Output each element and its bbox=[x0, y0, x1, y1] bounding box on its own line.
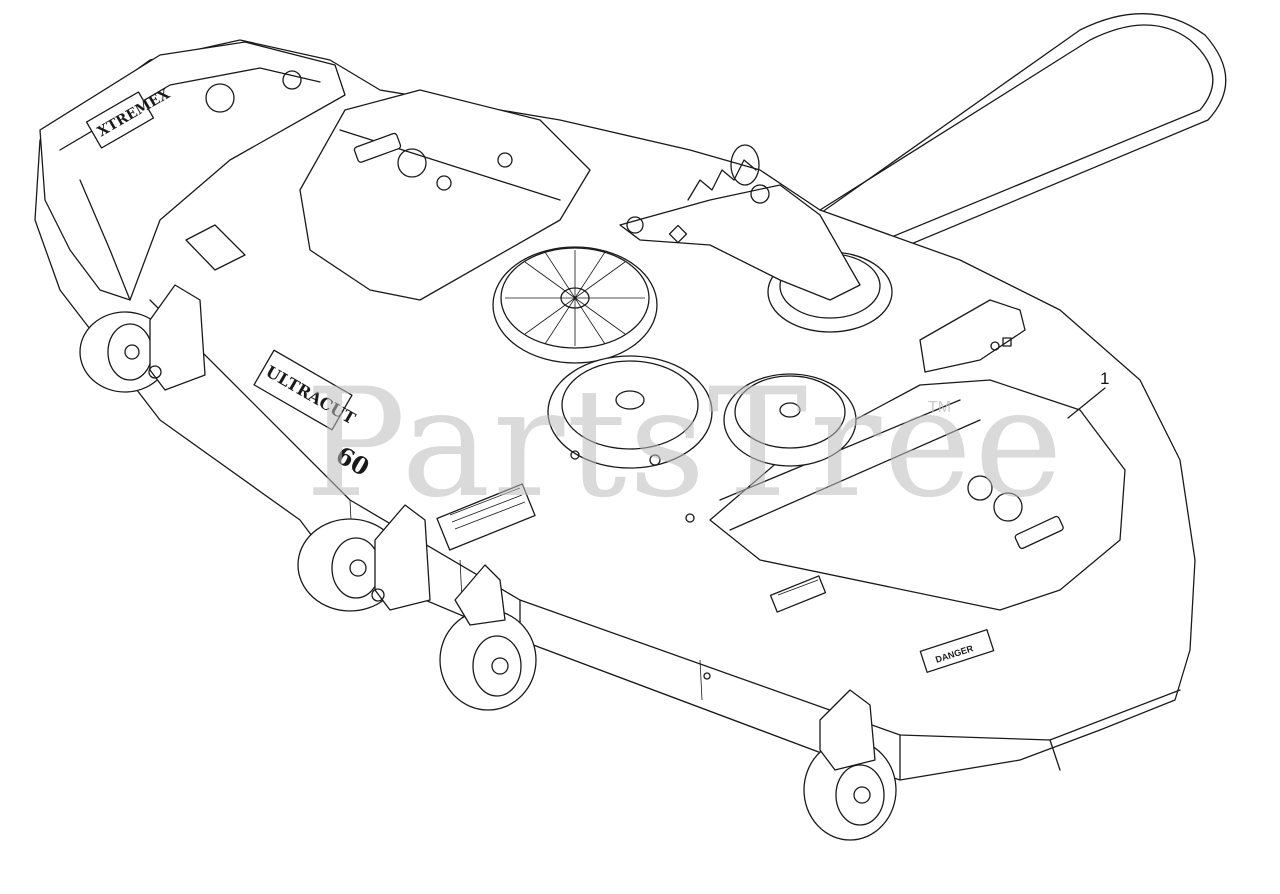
wheel-left-3 bbox=[439, 609, 537, 711]
left-pulley bbox=[492, 246, 658, 364]
right-pulley bbox=[723, 373, 857, 467]
idler-arm bbox=[619, 184, 861, 301]
callout-1: 1 bbox=[1067, 369, 1109, 419]
watermark-text: PartsTree bbox=[305, 357, 1065, 531]
drive-belt bbox=[807, 13, 1227, 263]
callout-1-label: 1 bbox=[1100, 369, 1109, 388]
watermark-tm: TM bbox=[928, 399, 951, 416]
wheel-brackets bbox=[149, 284, 876, 771]
right-bracket bbox=[919, 299, 1026, 373]
warning-decals: DANGER bbox=[185, 224, 995, 673]
center-pulley bbox=[547, 355, 713, 469]
right-blade-cover bbox=[709, 379, 1126, 611]
left-blade-cover bbox=[299, 89, 591, 301]
tension-spring bbox=[687, 144, 760, 201]
left-deflector: XTREMEX bbox=[39, 41, 346, 301]
hardware-details bbox=[148, 365, 711, 680]
